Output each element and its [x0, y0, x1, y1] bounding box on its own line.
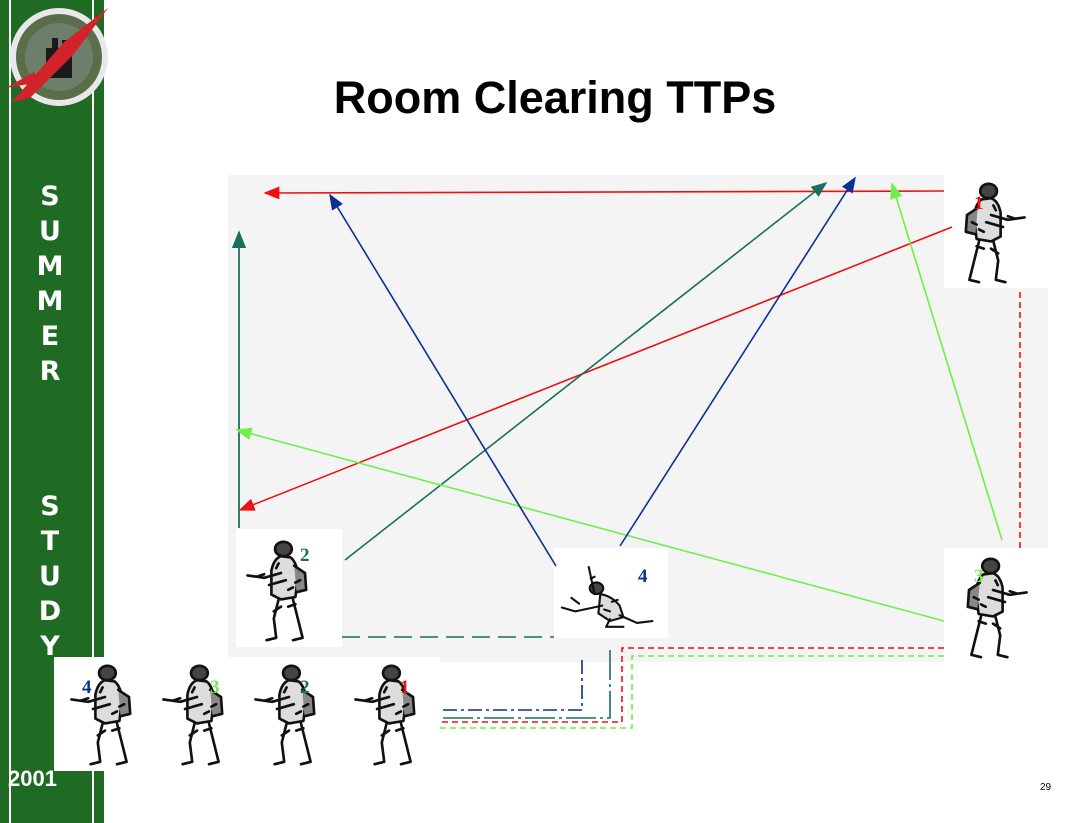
sidebar-year: 2001 [8, 766, 57, 791]
soldier-1-entry-path [440, 647, 944, 723]
sidebar-letter: D [38, 596, 62, 627]
sidebar-letter: E [40, 321, 60, 352]
soldier-number: 3 [210, 677, 220, 698]
sidebar-letter: S [40, 491, 60, 522]
soldier-2-in-room: 2 [236, 529, 342, 647]
soldier-number: 4 [82, 677, 92, 698]
sidebar-letter: M [36, 286, 64, 317]
soldier-number: 1 [974, 193, 984, 214]
soldier-number: 4 [638, 566, 648, 587]
soldier-1-in-room: 1 [944, 175, 1048, 288]
sidebar-stripe-right [92, 0, 94, 823]
sidebar-banner: S U M M E R S T U D Y 2001 [0, 0, 104, 823]
sidebar-letter: U [39, 561, 61, 592]
soldier-2-sector-arrow [344, 182, 828, 561]
soldier-1-sector-arrow [238, 226, 953, 511]
soldier-4-sector-arrow [619, 176, 856, 547]
sidebar-letter: M [36, 251, 64, 282]
sidebar-letter: S [40, 181, 60, 212]
soldier-4-sector-arrow [329, 193, 557, 567]
soldier-number: 3 [974, 566, 984, 587]
sidebar-letter: Y [40, 631, 60, 662]
soldier-3-entry-path [440, 655, 944, 729]
soldier-3-sector-arrow [235, 427, 945, 622]
soldier-3-sector-arrow [890, 182, 1003, 541]
soldier-number: 1 [400, 677, 410, 698]
soldier-4-in-room: 4 [554, 548, 668, 638]
soldier-stack: 4 3 2 1 [54, 657, 440, 771]
soldier-4-entry-path [440, 660, 583, 711]
page-title: Room Clearing TTPs [333, 72, 777, 123]
soldier-2-entry-path [440, 650, 611, 719]
soldier-number: 2 [300, 677, 310, 698]
page-number: 29 [1040, 782, 1052, 793]
sidebar-letter: R [39, 356, 61, 387]
sidebar-letter: T [40, 526, 60, 557]
sidebar-letter: U [39, 216, 61, 247]
soldier-number: 2 [300, 545, 310, 566]
soldier-3-in-room: 3 [944, 548, 1048, 662]
sidebar-stripe-left [9, 0, 11, 823]
soldier-1-sector-arrow [263, 186, 945, 200]
